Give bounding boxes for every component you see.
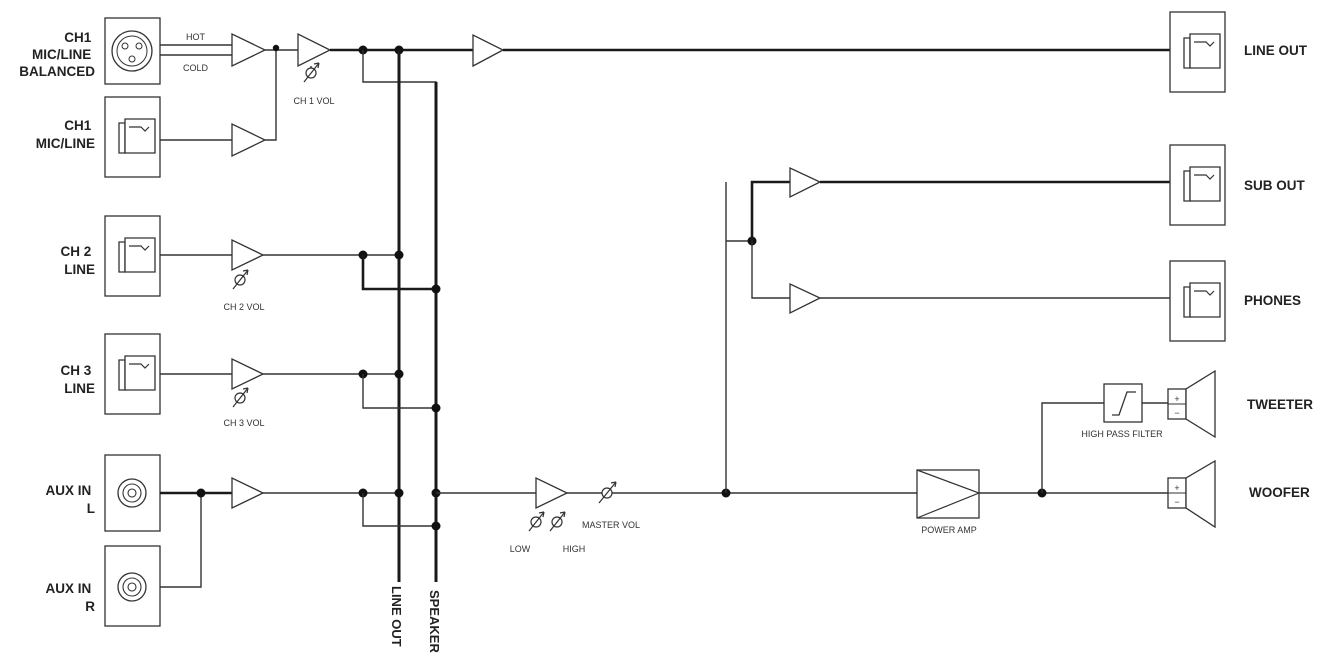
ch1-line-preamp-icon xyxy=(231,122,267,158)
quarter-inch-jack-icon-ch3 xyxy=(104,333,161,415)
line-out-bus-label: LINE OUT xyxy=(389,586,404,647)
ch1-vol-label: CH 1 VOL xyxy=(293,96,334,106)
line-out-jack-icon xyxy=(1169,11,1226,93)
low-eq-knob-icon xyxy=(528,511,545,532)
phones-jack-icon xyxy=(1169,260,1226,342)
master-vol-knob-icon xyxy=(598,481,617,504)
quarter-inch-jack-icon-ch2 xyxy=(104,215,161,297)
output-label-sub-out: SUB OUT xyxy=(1244,178,1306,193)
input-label-ch3: CH 3 LINE xyxy=(60,363,95,396)
line-out-buffer-icon xyxy=(472,33,505,68)
quarter-inch-jack-icon-ch1 xyxy=(104,96,161,178)
eq-amp-icon xyxy=(535,476,569,510)
speaker-bus-label: SPEAKER xyxy=(427,590,442,653)
woofer-plus: + xyxy=(1174,483,1179,493)
cold-label: COLD xyxy=(183,63,209,73)
woofer-speaker-icon xyxy=(1167,459,1216,529)
tweeter-speaker-icon xyxy=(1167,369,1216,439)
power-amp-label: POWER AMP xyxy=(921,525,977,535)
input-label-ch1-line: CH1 MIC/LINE xyxy=(36,118,95,151)
woofer-minus: − xyxy=(1174,497,1179,507)
output-label-line-out: LINE OUT xyxy=(1244,43,1308,58)
output-label-woofer: WOOFER xyxy=(1249,485,1310,500)
output-label-phones: PHONES xyxy=(1244,293,1301,308)
ch2-vol-label: CH 2 VOL xyxy=(223,302,264,312)
tweeter-plus: + xyxy=(1174,394,1179,404)
power-amp-icon xyxy=(916,469,981,519)
input-label-ch2: CH 2 LINE xyxy=(60,244,95,277)
high-pass-filter-icon xyxy=(1103,383,1143,423)
sub-out-jack-icon xyxy=(1169,144,1226,226)
ch1-vol-knob-icon xyxy=(303,62,320,83)
input-label-aux-l: AUX IN L xyxy=(45,483,95,516)
ch3-amp-icon xyxy=(231,357,265,391)
high-eq-knob-icon xyxy=(549,511,566,532)
low-eq-label: LOW xyxy=(510,544,531,554)
aux-amp-icon xyxy=(231,476,265,510)
tweeter-minus: − xyxy=(1174,408,1179,418)
high-pass-filter-label: HIGH PASS FILTER xyxy=(1081,429,1163,439)
input-label-ch1-balanced: CH1 MIC/LINE BALANCED xyxy=(19,30,95,79)
rca-connector-icon-aux-l xyxy=(104,454,161,532)
output-label-tweeter: TWEETER xyxy=(1247,397,1313,412)
hot-label: HOT xyxy=(186,32,206,42)
rca-connector-icon-aux-r xyxy=(104,545,161,627)
ch1-balanced-preamp-icon xyxy=(231,32,267,68)
ch1-vol-amp-icon xyxy=(297,32,332,68)
sub-out-buffer-icon xyxy=(789,166,822,199)
phones-buffer-icon xyxy=(789,282,822,315)
ch3-vol-label: CH 3 VOL xyxy=(223,418,264,428)
master-vol-label: MASTER VOL xyxy=(582,520,640,530)
high-eq-label: HIGH xyxy=(563,544,586,554)
ch3-vol-knob-icon xyxy=(232,387,249,408)
ch2-amp-icon xyxy=(231,238,265,272)
ch2-vol-knob-icon xyxy=(232,269,249,290)
xlr-connector-icon xyxy=(104,17,161,85)
input-label-aux-r: AUX IN R xyxy=(45,581,95,614)
